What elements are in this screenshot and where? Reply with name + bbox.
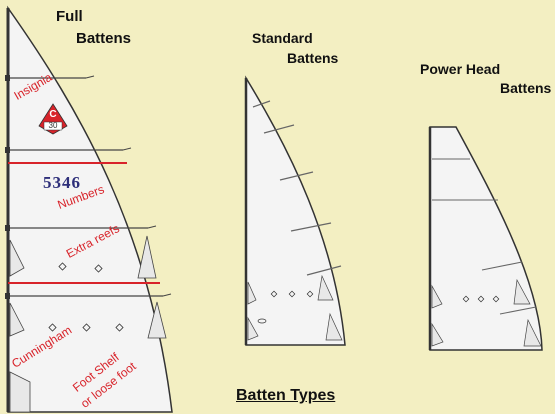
standard-battens-label-line2: Battens <box>287 50 339 66</box>
powerhead-batten-3 <box>481 261 523 271</box>
standard-batten-2 <box>263 124 295 134</box>
powerhead-battens-sail <box>428 126 543 351</box>
full-reef-patch-luff-2 <box>9 302 25 337</box>
standard-batten-5 <box>306 265 342 276</box>
full-sail-outline <box>7 5 173 413</box>
powerhead-batten-4 <box>499 306 537 315</box>
standard-battens-label-line1: Standard <box>252 30 313 46</box>
full-reef-patch-luff-1 <box>9 239 25 277</box>
insignia-logo <box>38 103 68 135</box>
powerhead-sail-outline <box>429 126 543 351</box>
standard-battens-sail <box>244 75 346 346</box>
sail-number: 5346 <box>43 173 81 192</box>
powerhead-battens-label-line2: Battens <box>500 80 552 96</box>
standard-batten-3 <box>279 171 314 181</box>
full-battens-sail <box>5 5 173 413</box>
full-battens-label-line1: Full <box>56 8 83 25</box>
full-reef-patch-leech-1 <box>137 235 157 279</box>
standard-sail-outline <box>245 75 346 346</box>
standard-batten-4 <box>290 222 332 232</box>
insignia-logo-number: 30 <box>48 121 58 130</box>
batten-types-caption: Batten Types <box>236 387 336 404</box>
full-battens-label-line2: Battens <box>76 30 132 47</box>
insignia-logo-letter: C <box>49 109 57 120</box>
full-reef-patch-leech-2 <box>147 301 167 339</box>
powerhead-battens-label-line1: Power Head <box>420 61 501 77</box>
standard-batten-1 <box>252 100 271 108</box>
